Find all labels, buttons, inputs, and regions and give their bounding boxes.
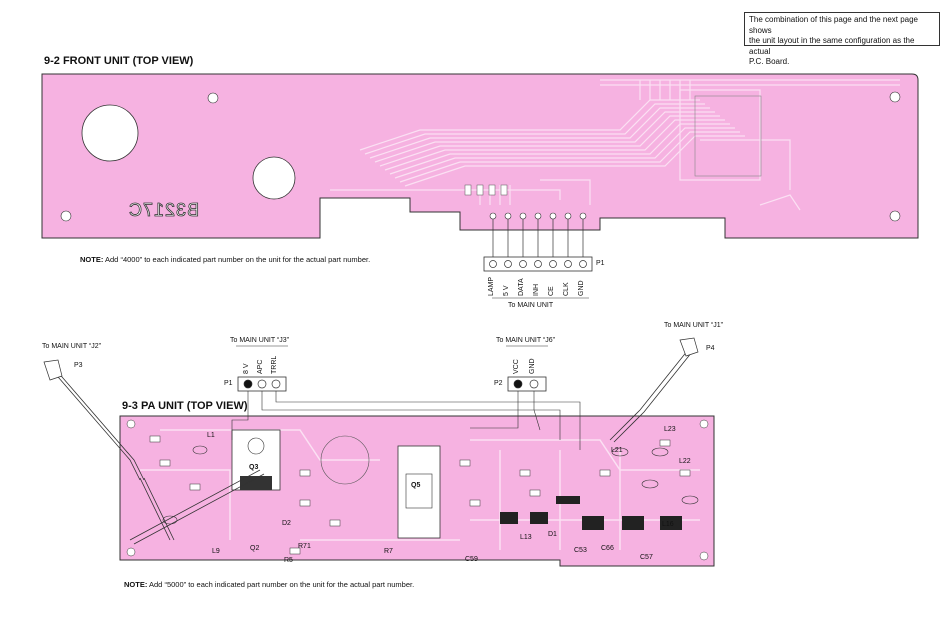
pa-p1-destination: To MAIN UNIT “J3”: [230, 337, 289, 344]
part-label: Q5: [411, 482, 421, 489]
front-traces: [330, 79, 900, 211]
part-label: L13: [520, 534, 532, 541]
pin-label: GND: [578, 280, 585, 296]
note-text: Add “4000” to each indicated part number…: [103, 255, 371, 264]
part-label: C57: [640, 554, 653, 561]
p4-plug: [679, 337, 699, 357]
pin-label: VCC: [513, 359, 520, 374]
pin-label: GND: [529, 358, 536, 374]
pa-p4-label: P4: [706, 345, 715, 352]
note-text: Add “5000” to each indicated part number…: [147, 580, 415, 589]
note-label: NOTE:: [124, 580, 148, 589]
small-hole: [60, 210, 72, 222]
front-board-marking: B3217C: [128, 200, 200, 221]
part-label: L21: [611, 447, 623, 454]
part-label: L22: [679, 458, 691, 465]
front-unit-board: [41, 73, 919, 299]
part-label: C59: [465, 556, 478, 563]
small-hole: [207, 92, 219, 104]
pa-p1-label: P1: [224, 380, 233, 387]
part-label: C66: [601, 545, 614, 552]
mounting-hole: [81, 104, 139, 162]
pa-unit-board: [43, 337, 715, 567]
part-label: L23: [664, 426, 676, 433]
pin-label: CLK: [563, 282, 570, 296]
part-label: R71: [298, 543, 311, 550]
pin-label: TRRL: [271, 355, 278, 374]
pin-label: CE: [548, 286, 555, 296]
pin-label: 8 V: [243, 363, 250, 374]
part-label: L1: [207, 432, 215, 439]
pa-p3-destination: To MAIN UNIT “J2”: [42, 343, 101, 350]
p3-plug: [43, 359, 63, 381]
part-label: R5: [284, 557, 293, 564]
page-note-line: The combination of this page and the nex…: [749, 15, 919, 35]
front-p1-label: P1: [596, 260, 605, 267]
note-label: NOTE:: [80, 255, 104, 264]
part-label: D1: [548, 531, 557, 538]
pa-small-parts: [149, 435, 691, 555]
front-board-outline: [41, 73, 919, 239]
front-destination: To MAIN UNIT: [508, 302, 554, 309]
part-label: L16: [662, 521, 674, 528]
pin-label: LAMP: [488, 276, 495, 296]
front-p1-wires: [492, 219, 584, 264]
front-unit-title: 9-2 FRONT UNIT (TOP VIEW): [44, 55, 194, 67]
page-note-line: P.C. Board.: [749, 57, 790, 66]
part-label: D2: [282, 520, 291, 527]
pin-label: 5 V: [503, 285, 510, 296]
page-note-line: the unit layout in the same configuratio…: [749, 36, 915, 56]
pa-p4-destination: To MAIN UNIT “J1”: [664, 322, 723, 329]
pa-p2-label: P2: [494, 380, 503, 387]
pa-coils: [162, 445, 699, 525]
pa-p2-destination: To MAIN UNIT “J6”: [496, 337, 555, 344]
pa-unit-note: NOTE: Add “5000” to each indicated part …: [124, 580, 414, 589]
front-unit-note: NOTE: Add “4000” to each indicated part …: [80, 255, 370, 264]
front-p1-pins: [489, 260, 587, 268]
pa-dark-parts: [500, 496, 682, 530]
pin-label: INH: [533, 283, 540, 296]
part-label: L9: [212, 548, 220, 555]
part-label: C53: [574, 547, 587, 554]
pin-label: DATA: [518, 278, 525, 296]
small-hole: [889, 210, 901, 222]
mounting-hole: [252, 156, 296, 200]
part-label: Q2: [250, 545, 260, 552]
page-note-box: The combination of this page and the nex…: [744, 12, 940, 66]
ic-outline: [694, 95, 762, 177]
pa-cables: [51, 349, 693, 545]
pa-unit-title: 9-3 PA UNIT (TOP VIEW): [122, 400, 248, 412]
pin-label: APC: [257, 359, 264, 374]
front-small-parts: [464, 184, 508, 196]
part-label: Q3: [249, 464, 259, 471]
part-label: R7: [384, 548, 393, 555]
pa-wires: [231, 384, 581, 450]
small-hole: [889, 91, 901, 103]
pa-p3-label: P3: [74, 362, 83, 369]
